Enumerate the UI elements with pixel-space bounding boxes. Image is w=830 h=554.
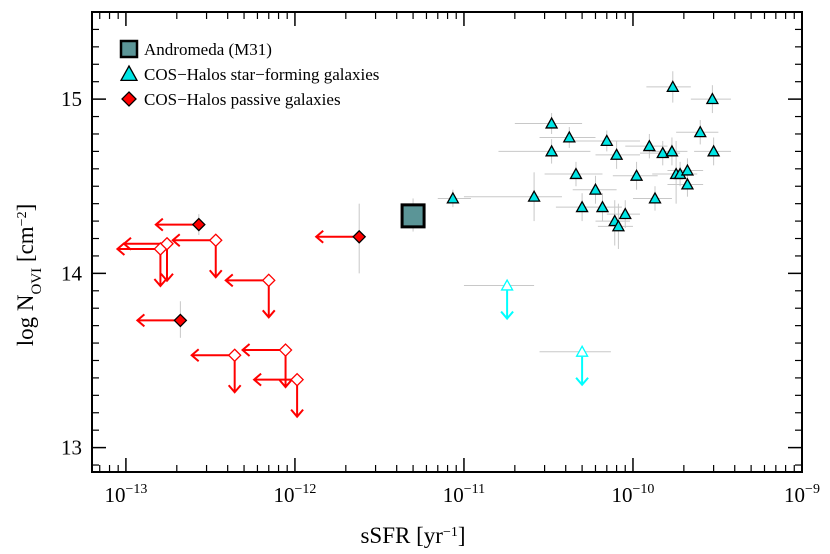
errorbar-layer — [179, 71, 731, 353]
passive-limit-arrow-head — [252, 372, 262, 387]
passive-limit-arrow-head — [224, 273, 234, 288]
star-forming-marker — [588, 182, 603, 195]
star-forming-marker — [569, 167, 583, 180]
passive-limit-arrow-down-head — [278, 379, 293, 389]
star-forming-marker — [707, 144, 721, 157]
legend-label: COS−Halos passive galaxies — [144, 90, 341, 109]
star-forming-limit-marker — [500, 278, 514, 291]
star-forming-marker — [629, 168, 644, 181]
passive-limit-arrow-head — [122, 236, 132, 251]
andromeda-marker — [400, 203, 426, 229]
star-forming-marker — [575, 200, 589, 213]
star-forming-marker — [544, 116, 559, 129]
passive-limit-marker — [208, 233, 223, 248]
passive-limit-arrow-head — [190, 348, 200, 363]
y-tick-label: 13 — [61, 436, 82, 460]
star-forming-marker — [680, 163, 695, 176]
y-tick-label: 14 — [61, 261, 83, 285]
passive-limit-arrow-down-head — [227, 384, 242, 394]
x-tick-label: 10−11 — [443, 482, 485, 507]
star-forming-marker — [680, 177, 695, 190]
data-marker-layer — [153, 80, 721, 387]
star-forming-limit-arrow-head — [500, 310, 514, 321]
passive-limit-arrow-head — [135, 313, 146, 328]
star-forming-marker — [609, 148, 624, 160]
legend-square-icon — [119, 39, 139, 59]
x-tick-label: 10−9 — [784, 482, 820, 507]
star-forming-marker — [544, 144, 559, 157]
passive-limit-marker — [160, 236, 174, 251]
limit-arrow-layer — [115, 217, 589, 419]
star-forming-marker — [642, 139, 656, 152]
passive-limit-arrow-head — [241, 343, 251, 357]
passive-limit-arrow-head — [115, 242, 126, 256]
star-forming-marker — [618, 207, 632, 220]
passive-limit-arrow-down-head — [261, 309, 276, 319]
x-tick-label: 10−12 — [273, 482, 316, 507]
passive-limit-marker — [227, 348, 242, 363]
x-tick-label: 10−10 — [612, 482, 655, 507]
star-forming-marker — [527, 189, 541, 202]
passive-limit-arrow-down-head — [208, 269, 223, 279]
star-forming-marker — [665, 144, 679, 157]
legend: Andromeda (M31) COS−Halos star−forming ga… — [119, 39, 379, 109]
passive-limit-arrow-down-head — [160, 273, 174, 283]
passive-limit-arrow-head — [314, 230, 324, 244]
legend-label: COS−Halos star−forming galaxies — [144, 65, 379, 84]
passive-limit-marker — [278, 343, 293, 357]
star-forming-marker — [562, 130, 576, 143]
star-forming-marker — [656, 146, 670, 159]
star-forming-limit-arrow-head — [575, 377, 589, 387]
passive-marker — [191, 217, 206, 232]
star-forming-marker — [595, 200, 610, 213]
x-axis-label: sSFR [yr−1] — [360, 523, 465, 548]
star-forming-marker — [611, 219, 626, 232]
passive-marker — [173, 313, 188, 328]
passive-marker — [352, 229, 367, 244]
legend-triangle-icon — [119, 64, 139, 82]
star-forming-marker — [446, 191, 460, 204]
star-forming-marker — [666, 80, 680, 92]
passive-limit-arrow-head — [154, 217, 164, 232]
star-forming-marker — [600, 134, 614, 146]
passive-limit-marker — [290, 372, 305, 387]
x-tick-label: 10−13 — [104, 482, 147, 507]
passive-limit-arrow-down-head — [290, 409, 304, 419]
passive-limit-marker — [261, 273, 276, 288]
passive-limit-arrow-head — [171, 233, 181, 248]
star-forming-marker — [705, 92, 719, 105]
y-axis-label: log NOVI [cm−2] — [13, 204, 45, 347]
legend-diamond-icon — [121, 91, 137, 107]
star-forming-marker — [693, 125, 707, 138]
star-forming-limit-marker — [575, 344, 589, 357]
star-forming-marker — [648, 191, 662, 204]
passive-limit-arrow-down-head — [153, 278, 168, 288]
tick-layer: 10−13 10−12 10−11 10−10 10−9 13 14 15 — [61, 11, 820, 507]
y-tick-label: 15 — [61, 87, 82, 111]
legend-label: Andromeda (M31) — [144, 40, 272, 59]
